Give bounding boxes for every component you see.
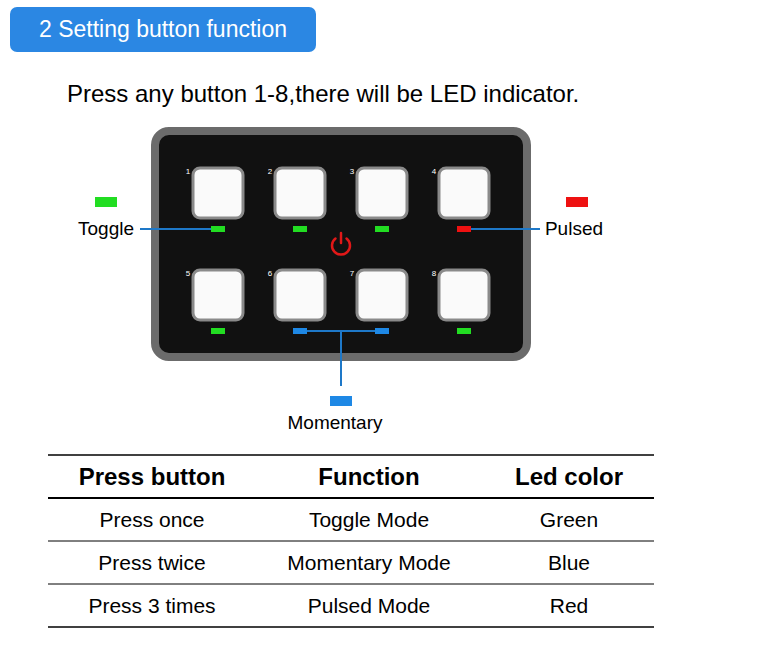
led-indicators: [211, 226, 471, 334]
table-cell: Pulsed Mode: [308, 594, 431, 617]
callout-number: 4: [432, 168, 436, 177]
table-cell: Blue: [548, 551, 590, 574]
section-title: 2 Setting button function: [39, 17, 287, 42]
table-header: Led color: [515, 464, 623, 490]
table-cell: Green: [540, 508, 598, 531]
mode-label: Toggle: [78, 219, 134, 240]
callout-number: 5: [186, 270, 190, 279]
callout-number: 3: [350, 168, 354, 177]
table-cell: Toggle Mode: [309, 508, 429, 531]
subtitle: Press any button 1-8,there will be LED i…: [67, 81, 579, 107]
title-band: [10, 7, 316, 52]
leader-lines: [140, 229, 540, 386]
table-cell: Press 3 times: [88, 594, 215, 617]
switch-panel: [155, 131, 527, 357]
callout-number: 2: [268, 168, 272, 177]
table-cell: Red: [550, 594, 589, 617]
buttons: [193, 168, 489, 320]
mode-label: Pulsed: [545, 219, 603, 240]
callout-number: 7: [350, 270, 354, 279]
table-rules: [48, 455, 654, 627]
power-icon: [332, 233, 350, 255]
callout-number: 1: [186, 168, 190, 177]
table-header: Press button: [79, 464, 226, 490]
table-cell: Press once: [99, 508, 204, 531]
mode-label: Momentary: [287, 413, 382, 434]
table-cell: Momentary Mode: [287, 551, 450, 574]
table-cell: Press twice: [98, 551, 205, 574]
callout-number: 8: [432, 270, 436, 279]
table-header: Function: [318, 464, 419, 490]
callout-number: 6: [268, 270, 272, 279]
color-swatches: [95, 197, 588, 406]
